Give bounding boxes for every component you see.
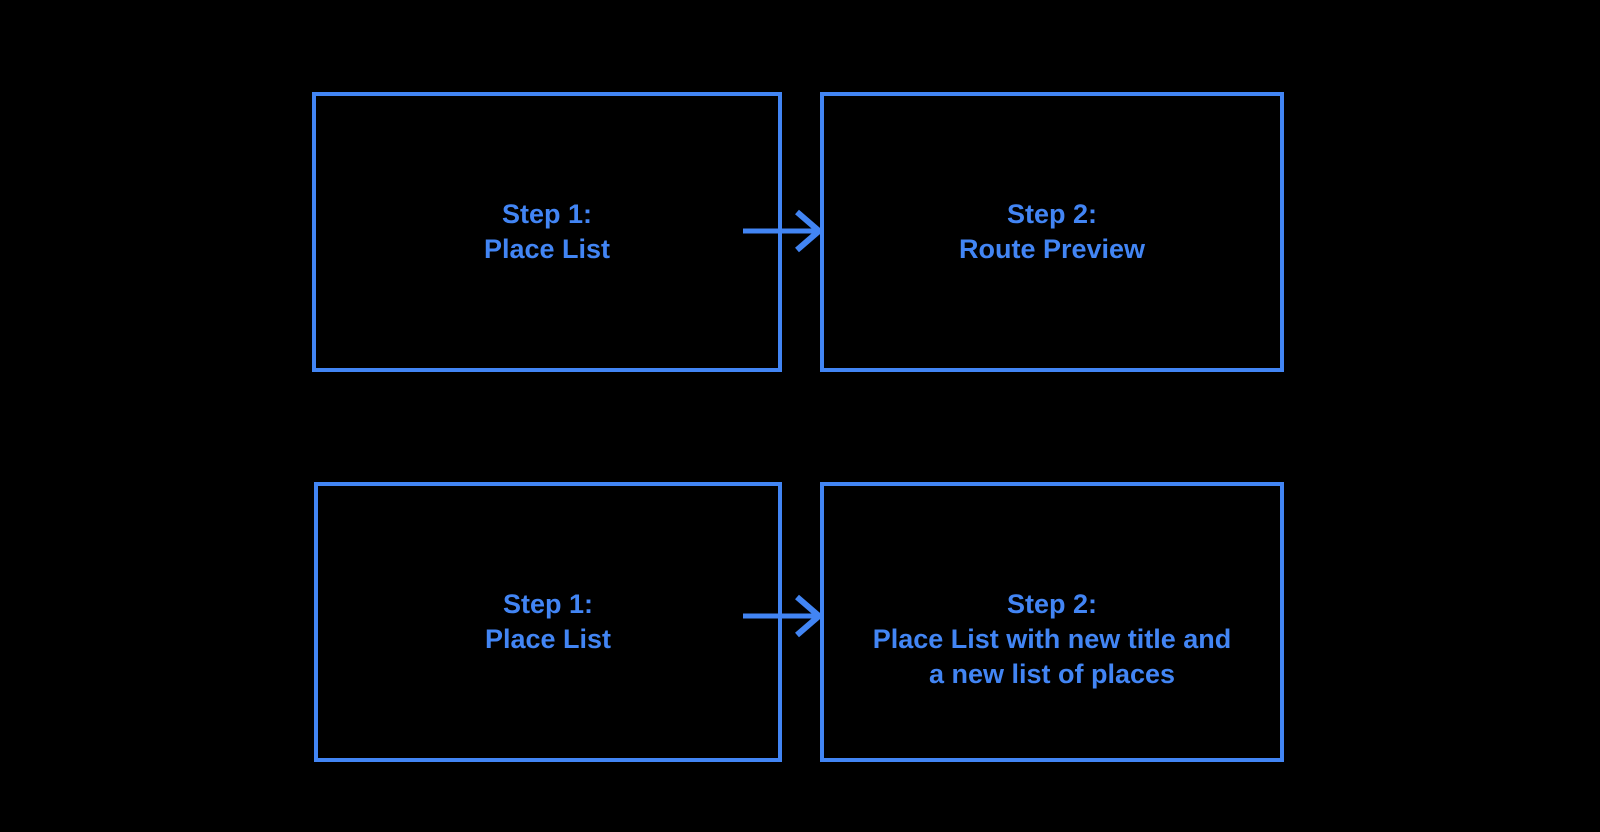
box-text-line: a new list of places (928, 658, 1176, 689)
flow1-box-step2-route-preview: Step 2: Route Preview (820, 92, 1284, 372)
flow2-right-arrow-icon (743, 594, 824, 638)
flow2-box-step2-place-list-new: Step 2: Place List with new title and a … (820, 482, 1284, 762)
flow1-box-step1-place-list: Step 1: Place List (312, 92, 782, 372)
box-text-line: Route Preview (958, 234, 1146, 264)
box-text: Step 1: Place List (484, 197, 610, 267)
box-text-line: Place List with new title and (872, 623, 1232, 654)
box-text-line: Place List (483, 234, 611, 264)
box-text: Step 1: Place List (485, 587, 611, 657)
box-text-line: Step 1: (501, 199, 593, 229)
box-text: Step 2: Place List with new title and a … (873, 587, 1232, 692)
box-text-line: Step 2: (1006, 199, 1098, 229)
box-text-line: Step 2: (1006, 588, 1097, 619)
box-text-line: Place List (484, 624, 612, 654)
box-text-line: Step 1: (502, 589, 594, 619)
box-text: Step 2: Route Preview (959, 197, 1145, 267)
flow1-right-arrow-icon (743, 209, 824, 253)
flow2-box-step1-place-list: Step 1: Place List (314, 482, 782, 762)
